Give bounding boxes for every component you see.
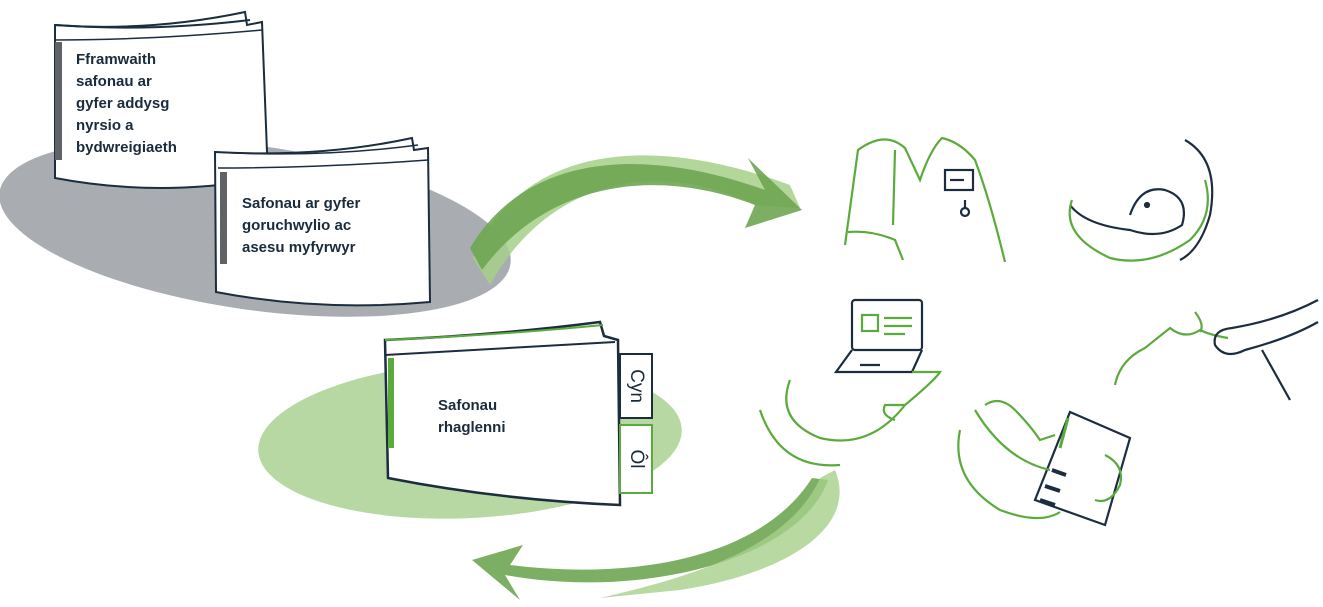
tab-after-label: Ôl <box>626 449 647 469</box>
framework-document-icon <box>54 10 270 189</box>
supervision-label: Safonau ar gyfer goruchwylio ac asesu my… <box>242 195 361 256</box>
person-holding-document-icon <box>957 399 1132 527</box>
handshake-icon <box>1113 299 1319 401</box>
supervision-document-icon <box>213 136 432 307</box>
arrow-to-practice-icon <box>470 155 802 285</box>
nurse-uniform-icon <box>843 136 1007 263</box>
arrow-to-standards-icon <box>472 470 840 600</box>
tab-before-label: Cyn <box>626 369 647 403</box>
framework-label: Fframwaith safonau ar gyfer addysg nyrsi… <box>76 51 177 156</box>
laptop-in-hand-icon <box>758 298 942 467</box>
baby-in-arms-icon <box>1068 139 1214 262</box>
programme-label: Safonau rhaglenni <box>438 397 506 436</box>
tab-before <box>619 353 653 419</box>
tab-after <box>619 424 653 494</box>
programme-document-icon <box>383 320 653 507</box>
